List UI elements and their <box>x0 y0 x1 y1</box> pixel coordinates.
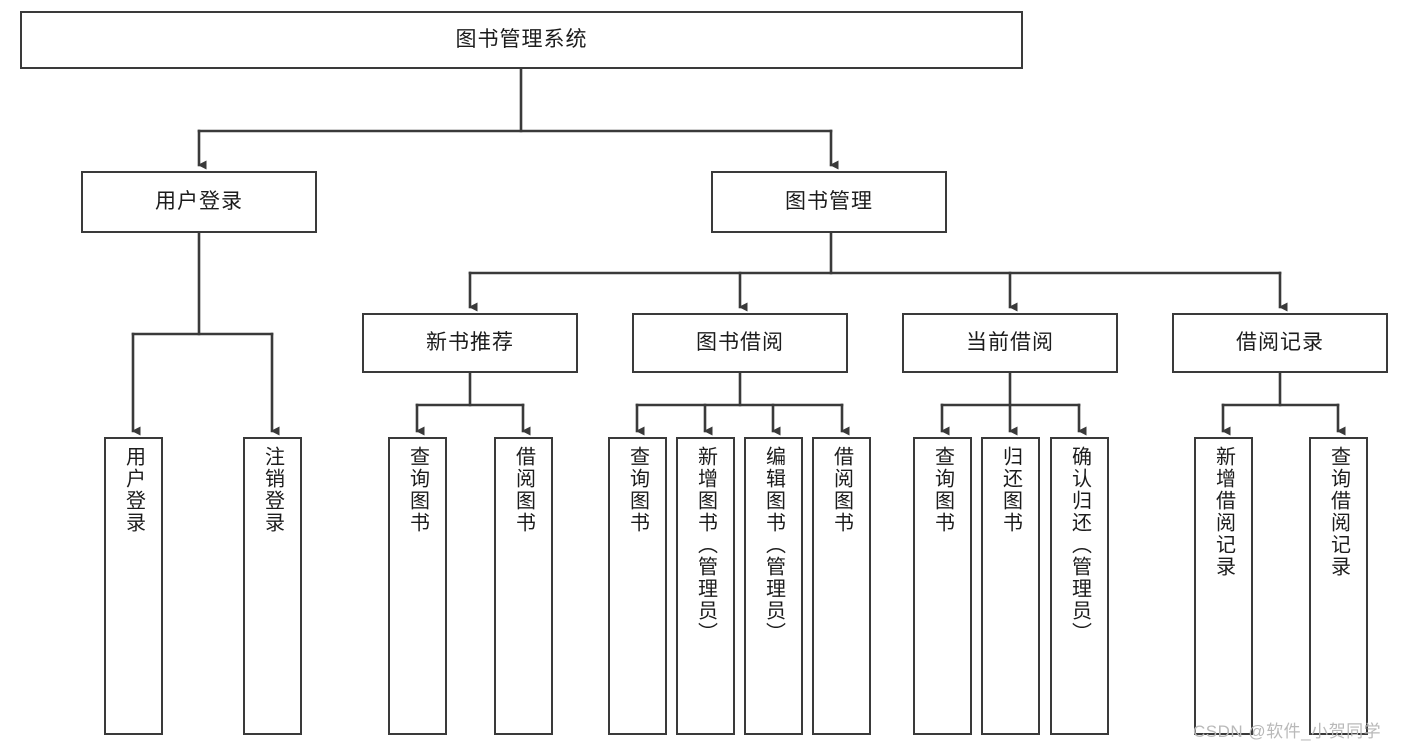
node-leaf-return-book-label: 归还图书 <box>999 446 1022 534</box>
node-leaf-borrow-book-rec-label: 借阅图书 <box>512 446 535 534</box>
node-leaf-query-book-cur-label: 查询图书 <box>931 446 954 534</box>
node-leaf-confirm-return-admin[interactable]: 确认归还（管理员） <box>1050 437 1109 735</box>
node-book-manage[interactable]: 图书管理 <box>711 171 947 233</box>
node-book-borrow-label: 图书借阅 <box>696 330 784 354</box>
node-leaf-query-book-cur[interactable]: 查询图书 <box>913 437 972 735</box>
node-leaf-query-book-borrow-label: 查询图书 <box>626 446 649 534</box>
node-borrow-record[interactable]: 借阅记录 <box>1172 313 1388 373</box>
node-leaf-query-book-borrow[interactable]: 查询图书 <box>608 437 667 735</box>
node-leaf-add-record[interactable]: 新增借阅记录 <box>1194 437 1253 735</box>
node-borrow-record-label: 借阅记录 <box>1236 330 1324 354</box>
node-leaf-user-login-label: 用户登录 <box>122 446 145 534</box>
node-root-label: 图书管理系统 <box>455 27 588 51</box>
node-leaf-confirm-return-admin-label: 确认归还（管理员） <box>1068 446 1091 644</box>
node-leaf-query-book-rec[interactable]: 查询图书 <box>388 437 447 735</box>
node-book-borrow[interactable]: 图书借阅 <box>632 313 848 373</box>
node-current-borrow-label: 当前借阅 <box>966 330 1054 354</box>
node-leaf-query-book-rec-label: 查询图书 <box>406 446 429 534</box>
watermark: CSDN @软件_小贺同学 <box>1193 722 1382 741</box>
node-leaf-borrow-book-label: 借阅图书 <box>830 446 853 534</box>
node-new-book-recommend-label: 新书推荐 <box>426 330 514 354</box>
node-leaf-query-record-label: 查询借阅记录 <box>1327 446 1350 578</box>
node-leaf-user-login[interactable]: 用户登录 <box>104 437 163 735</box>
node-book-manage-label: 图书管理 <box>785 189 873 213</box>
node-leaf-user-logout-label: 注销登录 <box>261 446 284 534</box>
node-current-borrow[interactable]: 当前借阅 <box>902 313 1118 373</box>
node-leaf-return-book[interactable]: 归还图书 <box>981 437 1040 735</box>
node-leaf-edit-book-admin-label: 编辑图书（管理员） <box>762 446 785 644</box>
node-leaf-add-book-admin-label: 新增图书（管理员） <box>694 446 717 644</box>
node-root[interactable]: 图书管理系统 <box>20 11 1023 69</box>
node-leaf-edit-book-admin[interactable]: 编辑图书（管理员） <box>744 437 803 735</box>
node-leaf-borrow-book[interactable]: 借阅图书 <box>812 437 871 735</box>
node-leaf-add-record-label: 新增借阅记录 <box>1212 446 1235 578</box>
node-leaf-add-book-admin[interactable]: 新增图书（管理员） <box>676 437 735 735</box>
node-new-book-recommend[interactable]: 新书推荐 <box>362 313 578 373</box>
node-user-login-label: 用户登录 <box>155 189 243 213</box>
node-user-login[interactable]: 用户登录 <box>81 171 317 233</box>
node-leaf-borrow-book-rec[interactable]: 借阅图书 <box>494 437 553 735</box>
node-leaf-user-logout[interactable]: 注销登录 <box>243 437 302 735</box>
node-leaf-query-record[interactable]: 查询借阅记录 <box>1309 437 1368 735</box>
